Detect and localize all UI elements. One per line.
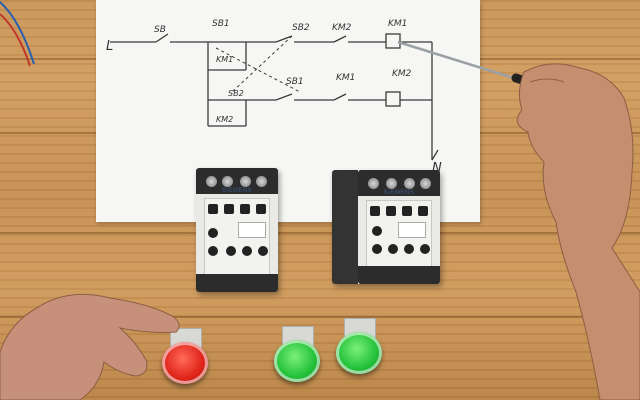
green-button-cap[interactable]: [336, 332, 382, 374]
hold-contact-km1-label: KM1: [216, 55, 233, 64]
terminal-screw-icon: [222, 176, 233, 187]
contactor-brand: SIEMENS: [383, 190, 415, 196]
terminal-slot-icon: [240, 204, 250, 214]
loose-wires: [0, 1, 35, 67]
terminal-screw-icon: [368, 178, 379, 189]
contactor-hole-icon: [372, 244, 382, 254]
hold-contact-km2-label: KM2: [216, 115, 233, 124]
terminal-slot-icon: [224, 204, 234, 214]
terminal-screw-icon: [240, 176, 251, 187]
terminal-slot-icon: [370, 206, 380, 216]
coil-km1-label: KM1: [388, 19, 407, 29]
contactor-hole-icon: [388, 244, 398, 254]
start-button-2-label: SB2: [292, 23, 310, 33]
stop-button-label: SB: [154, 25, 166, 35]
contactor-bottom-terminal-block: [358, 266, 440, 284]
contactor-hole-icon: [208, 228, 218, 238]
contactor-indicator-window: [398, 222, 426, 238]
contactor-hole-icon: [372, 226, 382, 236]
contactor-hole-icon: [258, 246, 268, 256]
contactor-km1: SIEMENS: [196, 168, 278, 292]
start-pushbutton-1[interactable]: [274, 326, 320, 386]
terminal-slot-icon: [208, 204, 218, 214]
contactor-hole-icon: [404, 244, 414, 254]
contactor-bottom-terminal-block: [196, 274, 278, 292]
terminal-screw-icon: [386, 178, 397, 189]
terminal-slot-icon: [256, 204, 266, 214]
interlock-km2-label: KM2: [332, 23, 352, 33]
contactor-hole-icon: [208, 246, 218, 256]
stop-pushbutton[interactable]: [162, 328, 208, 388]
auxiliary-contact-block: [332, 170, 358, 284]
contactor-hole-icon: [420, 244, 430, 254]
terminal-screw-icon: [206, 176, 217, 187]
interlock-km1-label: KM1: [336, 73, 355, 83]
green-button-cap[interactable]: [274, 340, 320, 382]
neutral-label: N: [432, 161, 442, 176]
coil-km2-label: KM2: [392, 69, 412, 79]
line-label: L: [106, 39, 113, 54]
terminal-screw-icon: [420, 178, 431, 189]
terminal-slot-icon: [418, 206, 428, 216]
left-hand: [0, 293, 180, 400]
contactor-brand: SIEMENS: [221, 188, 253, 194]
right-hand: [516, 63, 640, 400]
contactor-hole-icon: [226, 246, 236, 256]
start-button-2-bottom-label: SB2: [228, 89, 244, 98]
control-circuit-diagram: L SB SB1 SB2 KM2 KM1 KM1 SB2 SB1 KM1 KM2…: [106, 19, 442, 176]
terminal-screw-icon: [404, 178, 415, 189]
wood-plank-seam: [0, 232, 640, 234]
contactor-hole-icon: [242, 246, 252, 256]
terminal-screw-icon: [256, 176, 267, 187]
start-button-1-bottom-label: SB1: [286, 77, 304, 87]
contactor-km2: SIEMENS: [332, 170, 440, 284]
wood-plank-seam: [0, 316, 640, 318]
start-button-1-label: SB1: [212, 19, 230, 29]
start-pushbutton-2[interactable]: [336, 318, 382, 378]
red-button-cap[interactable]: [162, 342, 208, 384]
contactor-indicator-window: [238, 222, 266, 238]
terminal-slot-icon: [386, 206, 396, 216]
terminal-slot-icon: [402, 206, 412, 216]
